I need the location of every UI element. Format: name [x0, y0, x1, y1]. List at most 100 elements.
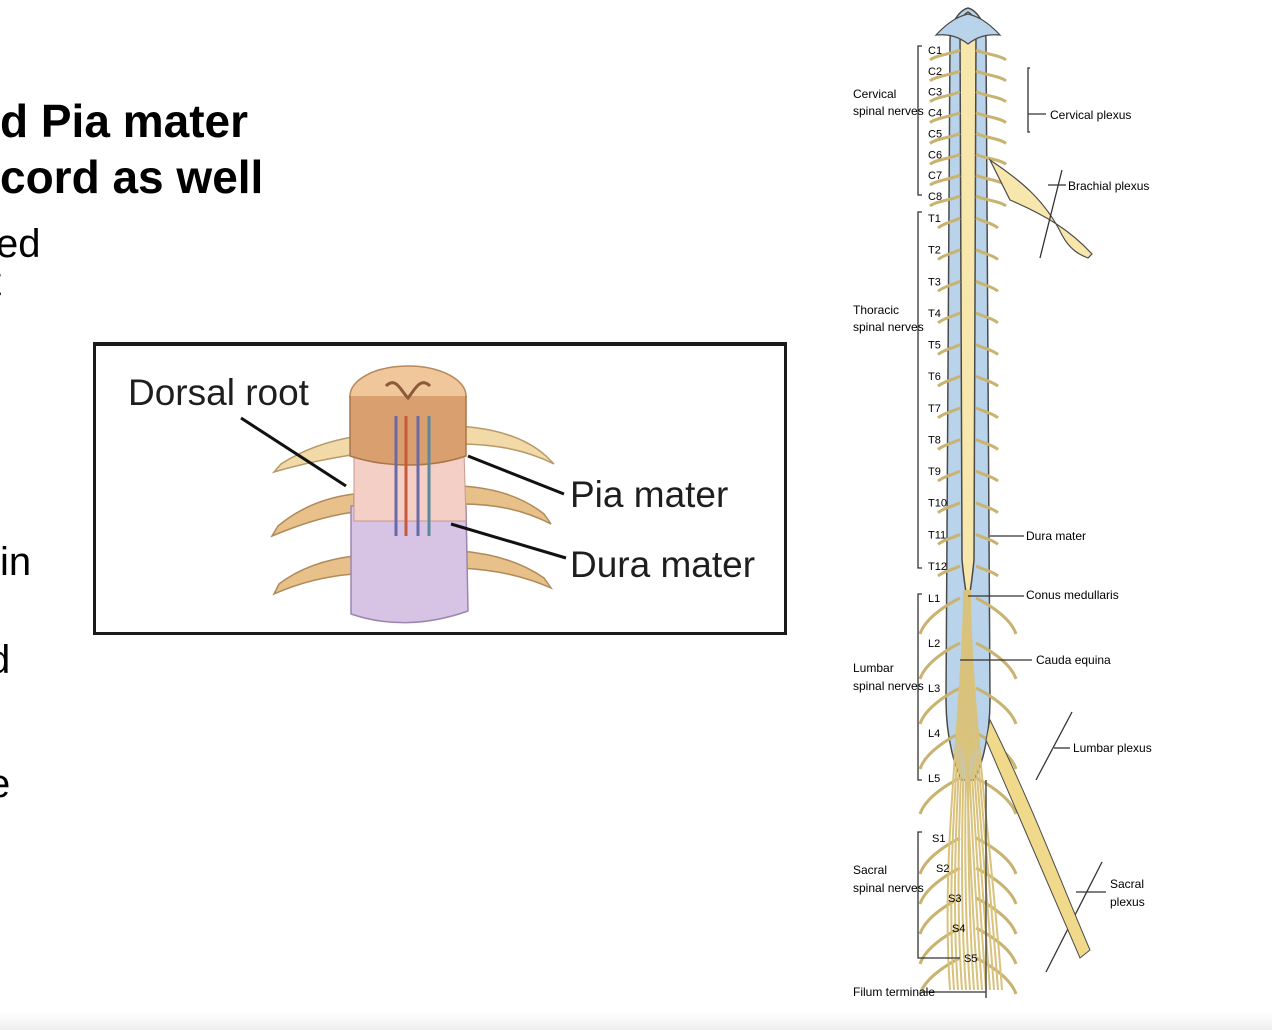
segment-label-s1: S1 [932, 833, 945, 845]
nerve-left-c7 [929, 173, 961, 187]
nerve-left-t6 [937, 374, 961, 388]
cauda-equina-strand [963, 589, 979, 991]
nerve-right-t9 [975, 469, 999, 483]
segment-label-s4: S4 [952, 923, 965, 935]
slide-text-panel: d Pia mater cord as well ed t in d e [0, 0, 340, 1030]
nerve-right-l3 [975, 686, 1018, 725]
nerve-left-c4 [929, 111, 961, 124]
segment-label-c7: C7 [928, 170, 942, 182]
thoracic-region-label-1: Thoracic [853, 303, 899, 317]
spinal-nerve-branches [918, 48, 1018, 995]
segment-label-l2: L2 [928, 638, 940, 650]
bullet-fragment-5: e [0, 762, 10, 806]
segment-labels: C1C2C3C4C5C6C7C8T1T2T3T4T5T6T7T8T9T10T11… [928, 45, 977, 965]
segment-label-t5: T5 [928, 340, 941, 352]
nerve-right-t6 [975, 374, 999, 388]
segment-label-l4: L4 [928, 728, 940, 740]
segment-label-t1: T1 [928, 213, 941, 225]
nerve-left-s2 [918, 866, 961, 905]
cauda-equina-strand [968, 589, 999, 991]
segment-label-t3: T3 [928, 276, 941, 288]
cauda-equina-label: Cauda equina [1036, 653, 1111, 667]
nerve-left-c1 [929, 48, 961, 62]
bullet-fragment-1: ed [0, 222, 41, 266]
nerve-left-t11 [937, 533, 961, 546]
cervical-plexus-label: Cervical plexus [1050, 108, 1131, 122]
bullet-fragment-2: t [0, 260, 1, 304]
sacral-plexus-label-1: Sacral [1110, 877, 1144, 891]
nerve-left-c2 [929, 69, 961, 83]
nerve-left-c5 [929, 132, 961, 145]
nerve-right-c6 [975, 152, 1007, 166]
nerve-left-t3 [937, 279, 961, 293]
dura-mater-label: Dura mater [570, 544, 756, 585]
dura-mater-leader-line [450, 522, 567, 560]
nerve-left-t1 [937, 216, 961, 230]
segment-label-c6: C6 [928, 149, 942, 161]
dorsal-root-leader-line [240, 416, 347, 488]
meninges-inset-figure: Dorsal root Pia mater Dura mater [93, 342, 787, 635]
cervical-region-label-1: Cervical [853, 87, 896, 101]
segment-label-t8: T8 [928, 434, 941, 446]
nerve-right-t8 [975, 438, 999, 451]
spinal-cord [959, 11, 977, 603]
spinal-column-illustration: Cervical spinal nerves Thoracic spinal n… [853, 7, 1152, 999]
nerve-left-t8 [937, 438, 961, 451]
nerve-right-c1 [975, 48, 1007, 62]
nerve-left-l2 [918, 641, 961, 680]
nerve-left-s5 [918, 956, 961, 995]
sacral-region-label-2: spinal nerves [853, 881, 924, 895]
bottom-edge-bar [0, 1012, 1272, 1030]
nerve-left-t4 [937, 311, 961, 325]
spinal-cord-segment-illustration [240, 365, 567, 624]
segment-label-c3: C3 [928, 87, 942, 99]
nerve-right-t4 [975, 311, 999, 325]
brachial-plexus-label: Brachial plexus [1068, 179, 1149, 193]
nerve-right-t5 [975, 343, 999, 356]
segment-label-t2: T2 [928, 245, 941, 257]
nerve-right-s3 [975, 896, 1018, 935]
nerve-right-t3 [975, 279, 999, 293]
nerve-left-s3 [918, 896, 961, 935]
pia-mater-label: Pia mater [570, 474, 729, 515]
nerve-right-l1 [975, 596, 1018, 635]
segment-label-c1: C1 [928, 45, 942, 57]
cauda-equina-strand [969, 589, 1003, 991]
nerve-right-t11 [975, 533, 999, 546]
spinal-nerves-diagram: Cervical spinal nerves Thoracic spinal n… [840, 0, 1272, 1010]
nerve-right-c2 [975, 69, 1007, 83]
cauda-equina-strand [967, 589, 995, 991]
nerve-right-t12 [975, 564, 999, 578]
nerve-left-l4 [918, 731, 961, 770]
nerve-right-l2 [975, 641, 1018, 680]
nerve-left-t7 [937, 406, 961, 420]
lumbar-plexus-label: Lumbar plexus [1073, 741, 1152, 755]
nerve-left-t2 [937, 248, 961, 261]
segment-label-t12: T12 [928, 561, 947, 573]
segment-label-c2: C2 [928, 66, 942, 78]
segment-label-l5: L5 [928, 773, 940, 785]
heading-line-2: cord as well [0, 151, 264, 203]
segment-label-s3: S3 [948, 893, 961, 905]
heading-line-1: d Pia mater [0, 95, 248, 147]
segment-label-c4: C4 [928, 108, 942, 120]
cauda-equina-strand [965, 589, 987, 991]
conus-medullaris-label: Conus medullaris [1026, 588, 1119, 602]
nerve-left-l1 [918, 596, 961, 635]
dura-mater-spine-label: Dura mater [1026, 529, 1086, 543]
segment-label-l1: L1 [928, 593, 940, 605]
nerve-right-t2 [975, 248, 999, 261]
segment-label-t4: T4 [928, 308, 941, 320]
nerve-left-t5 [937, 343, 961, 356]
segment-label-t6: T6 [928, 371, 941, 383]
lumbar-region-label-1: Lumbar [853, 661, 894, 675]
nerve-right-t7 [975, 406, 999, 420]
cervical-region-label-2: spinal nerves [853, 104, 924, 118]
sacral-region-label-1: Sacral [853, 863, 887, 877]
cauda-equina-strand [946, 589, 965, 991]
filum-terminale-label: Filum terminale [853, 985, 935, 999]
nerve-left-t10 [937, 501, 961, 514]
nerve-left-t9 [937, 469, 961, 483]
segment-label-t9: T9 [928, 466, 941, 478]
nerve-left-s1 [918, 836, 961, 875]
